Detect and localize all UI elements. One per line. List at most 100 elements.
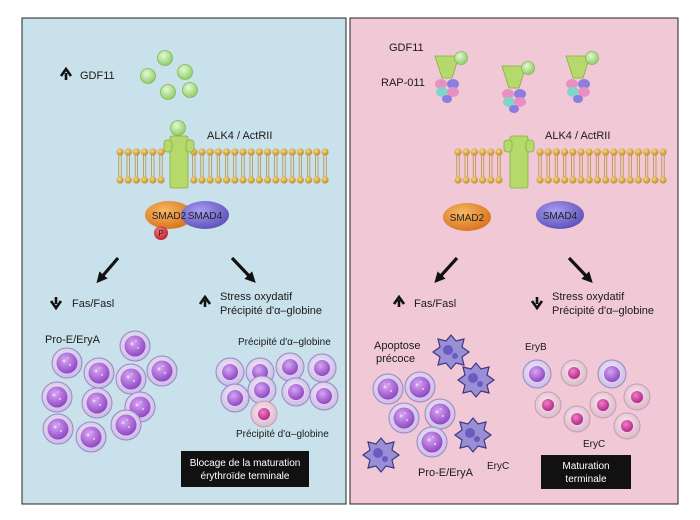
lipid-head [288, 148, 296, 156]
proerythroblast-cell [416, 426, 448, 458]
lipid-head [552, 148, 560, 156]
lipid-head [569, 176, 577, 184]
proerythroblast-cell [388, 402, 420, 434]
lipid-tail [315, 155, 319, 177]
proerythroblast-cell [75, 421, 107, 453]
lipid-head [313, 148, 321, 156]
lipid-head [239, 148, 247, 156]
lipid-head [313, 176, 321, 184]
erythroblast-cell [522, 359, 552, 389]
lipid-head [149, 176, 157, 184]
lipid-head [296, 176, 304, 184]
left-smad4-label: SMAD4 [188, 211, 223, 222]
lipid-head [602, 176, 610, 184]
lipid-tail [563, 155, 567, 177]
lipid-head [462, 176, 470, 184]
lipid-head [651, 176, 659, 184]
lipid-head [593, 176, 601, 184]
lipid-head [206, 176, 214, 184]
left-gdf11-legend: GDF11 [59, 66, 115, 82]
smad2-protein [145, 201, 193, 229]
lipid-head [321, 176, 329, 184]
lipid-head [247, 148, 255, 156]
smad4-protein [181, 201, 229, 229]
right-stress-line1: Stress oxydatif [552, 291, 625, 303]
lipid-tail [290, 155, 294, 177]
left-smad-complex: SMAD2 SMAD4 P [145, 201, 229, 240]
lipid-tail [554, 155, 558, 177]
lipid-head [479, 176, 487, 184]
lipid-tail [464, 155, 468, 177]
phospho-label: P [158, 229, 163, 238]
lipid-head [544, 176, 552, 184]
proerythroblast-cell [81, 387, 113, 419]
apoptotic-cell [454, 417, 492, 453]
lipid-tail [571, 155, 575, 177]
left-fasl-label: Fas/Fasl [72, 298, 114, 310]
lipid-head [561, 176, 569, 184]
lipid-head [577, 148, 585, 156]
lipid-head [552, 176, 560, 184]
lipid-head [132, 148, 140, 156]
lipid-head [190, 176, 198, 184]
proerythroblast-cell [119, 330, 151, 362]
lipid-tail [481, 155, 485, 177]
lipid-head [280, 148, 288, 156]
lipid-tail [645, 155, 649, 177]
right-fasl-indicator: Fas/Fasl [392, 294, 456, 310]
lipid-tail [118, 155, 122, 177]
right-eryb-label: EryB [525, 342, 547, 353]
proerythroblast-cell [83, 357, 115, 389]
lipid-tail [472, 155, 476, 177]
lipid-head [454, 148, 462, 156]
lipid-head [626, 176, 634, 184]
lipid-tail [126, 155, 130, 177]
left-stress-line2: Précipité d'α–globine [220, 305, 322, 317]
gdf11-ligand [160, 84, 176, 100]
up-arrow-icon [59, 66, 73, 80]
erythroblast-cell [275, 352, 305, 382]
lipid-head [116, 148, 124, 156]
up-arrow-icon [392, 294, 406, 307]
lipid-tail [653, 155, 657, 177]
lipid-head [634, 176, 642, 184]
lipid-tail [282, 155, 286, 177]
lipid-head [116, 176, 124, 184]
proerythroblast-cell [146, 355, 178, 387]
lipid-head [141, 148, 149, 156]
erythroblast-cell [247, 375, 277, 405]
left-stress-indicator: Stress oxydatif Précipité d'α–globine [198, 291, 322, 317]
lipid-head [626, 148, 634, 156]
lipid-head [585, 148, 593, 156]
late-erythroblast-cell [589, 391, 617, 419]
late-erythroblast-cell [623, 383, 651, 411]
lipid-head [536, 148, 544, 156]
lipid-head [536, 176, 544, 184]
lipid-tail [134, 155, 138, 177]
lipid-head [157, 148, 165, 156]
lipid-head [198, 148, 206, 156]
lipid-head [264, 148, 272, 156]
up-arrow-icon [198, 294, 212, 307]
lipid-tail [489, 155, 493, 177]
lipid-tail [307, 155, 311, 177]
lipid-head [561, 148, 569, 156]
lipid-head [659, 176, 667, 184]
lipid-head [231, 148, 239, 156]
right-rap-label: RAP-011 [381, 77, 425, 89]
right-gdf11-label: GDF11 [389, 42, 424, 54]
right-box-line2: terminale [565, 474, 607, 485]
lipid-head [610, 176, 618, 184]
proerythroblast-cell [42, 413, 74, 445]
lipid-head [255, 176, 263, 184]
lipid-head [124, 148, 132, 156]
left-result-box: Blocage de la maturation érythroïde term… [181, 451, 309, 487]
right-cell-membrane [454, 148, 667, 184]
proerythroblast-cell [424, 398, 456, 430]
late-erythroblast-cell [563, 405, 591, 433]
right-smad4-label: SMAD4 [543, 211, 578, 222]
lipid-head [470, 148, 478, 156]
erythroblast-cell [220, 383, 250, 413]
erythroblast-cell [281, 377, 311, 407]
lipid-head [272, 176, 280, 184]
